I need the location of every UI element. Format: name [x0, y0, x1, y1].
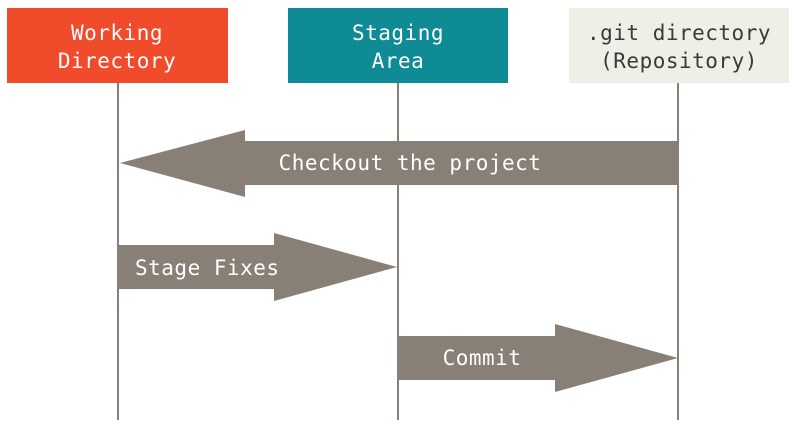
working-directory-label-line2: Directory: [58, 49, 176, 73]
commit-arrow-shape: [398, 324, 678, 392]
staging-area-label-line1: Staging: [352, 21, 444, 45]
commit-arrow: Commit: [398, 324, 678, 392]
checkout-arrow-label: Checkout the project: [279, 151, 542, 175]
working-directory-label-line1: Working: [71, 21, 163, 45]
repository-box: .git directory (Repository): [569, 8, 789, 83]
working-directory-box: Working Directory: [7, 8, 228, 83]
staging-area-label-line2: Area: [372, 49, 425, 73]
checkout-arrow: Checkout the project: [120, 130, 678, 197]
stage-fixes-arrow-shape: [118, 233, 397, 301]
working-directory-box-bg: [7, 8, 228, 83]
commit-arrow-label: Commit: [443, 346, 522, 370]
stage-fixes-arrow-label: Stage Fixes: [135, 256, 280, 280]
staging-area-box: Staging Area: [288, 8, 508, 83]
repository-box-bg: [569, 8, 789, 83]
repository-label-line2: (Repository): [600, 49, 758, 73]
stage-fixes-arrow: Stage Fixes: [118, 233, 397, 301]
repository-label-line1: .git directory: [587, 21, 771, 45]
checkout-arrow-shape: [120, 130, 678, 197]
staging-area-box-bg: [288, 8, 508, 83]
